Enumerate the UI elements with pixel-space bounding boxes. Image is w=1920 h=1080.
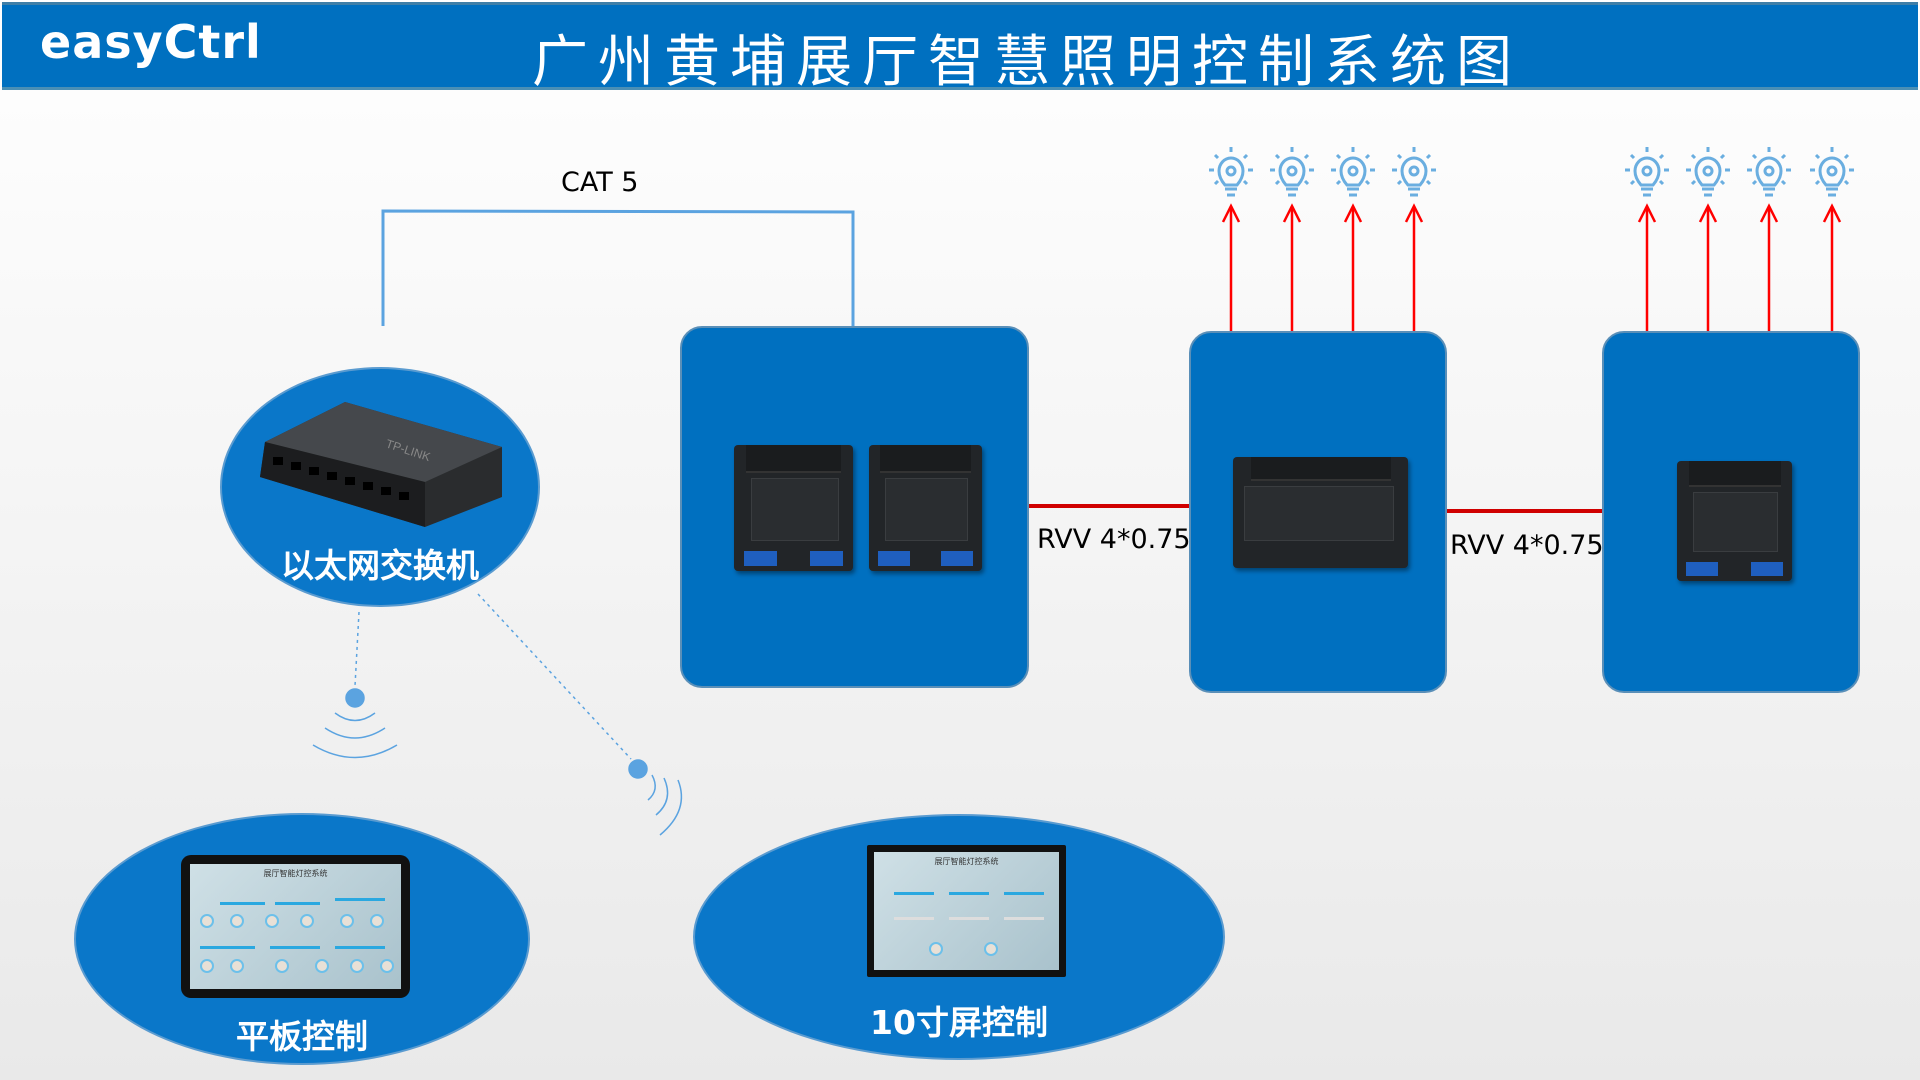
tablet-label: 平板控制: [236, 1017, 368, 1056]
wireless-link-screen: [477, 593, 632, 760]
tablet-app-title: 展厅智能灯控系统: [263, 869, 328, 878]
header-bar: easyCtrl 广州黄埔展厅智慧照明控制系统图: [2, 2, 1918, 95]
output-arrow: [1221, 203, 1241, 331]
light-bulb-icon: [1810, 147, 1854, 197]
page-title: 广州黄埔展厅智慧照明控制系统图: [532, 30, 1522, 95]
output-arrow: [1282, 203, 1302, 331]
touch-screen-device: 展厅智能灯控系统: [867, 845, 1066, 977]
light-bulb-icon: [1209, 147, 1253, 197]
easyctrl-logo: easyCtrl: [40, 15, 262, 69]
output-arrow: [1404, 203, 1424, 331]
tablet-device: 展厅智能灯控系统: [181, 855, 410, 998]
output-arrow: [1698, 203, 1718, 331]
dimmer-module: [1677, 461, 1792, 581]
light-bulb-icon: [1625, 147, 1669, 197]
output-arrow: [1343, 203, 1363, 331]
output-arrow: [1822, 203, 1842, 331]
cat5-cable: [381, 209, 855, 326]
ethernet-gateway-module: [869, 445, 982, 571]
output-arrow: [1637, 203, 1657, 331]
rvv-label-1: RVV 4*0.75: [1037, 524, 1191, 555]
ethernet-switch-image: TP-LINK: [260, 402, 502, 527]
light-bulb-icon: [1392, 147, 1436, 197]
relay-module-box[interactable]: [1189, 331, 1447, 693]
light-bulb-icon: [1747, 147, 1791, 197]
output-arrow: [1759, 203, 1779, 331]
switch-label: 以太网交换机: [281, 546, 479, 585]
switch-ports: [273, 457, 409, 500]
dimmer-module-box[interactable]: [1602, 331, 1860, 693]
wifi-icon: [312, 688, 398, 759]
wireless-link-tablet: [354, 611, 360, 687]
rvv-label-2: RVV 4*0.75: [1450, 530, 1604, 561]
light-bulb-icon: [1686, 147, 1730, 197]
screen-label: 10寸屏控制: [870, 1003, 1048, 1042]
wifi-icon: [628, 759, 683, 836]
screen-app-title: 展厅智能灯控系统: [934, 857, 999, 866]
light-bulb-icon: [1270, 147, 1314, 197]
gateway-module-box[interactable]: [680, 326, 1029, 688]
relay-actuator-module: [1233, 457, 1408, 568]
lamp-groups: [1209, 147, 1854, 331]
light-bulb-icon: [1331, 147, 1375, 197]
cat5-label: CAT 5: [561, 167, 639, 198]
power-supply-module: [734, 445, 853, 571]
